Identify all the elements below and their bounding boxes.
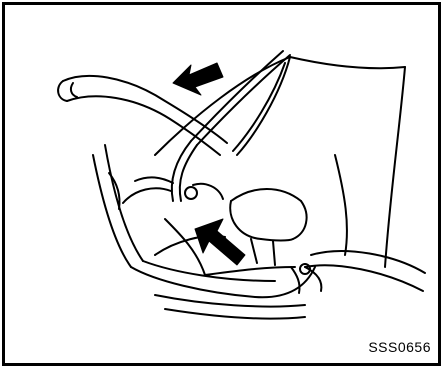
handle-icon — [58, 76, 227, 155]
push-arrow-icon — [173, 63, 223, 95]
push-arrow-icon — [195, 219, 245, 265]
figure-code: SSS0656 — [368, 339, 431, 355]
child-safety-seat-illustration — [5, 5, 438, 363]
child-seat-shell-icon — [93, 145, 315, 297]
